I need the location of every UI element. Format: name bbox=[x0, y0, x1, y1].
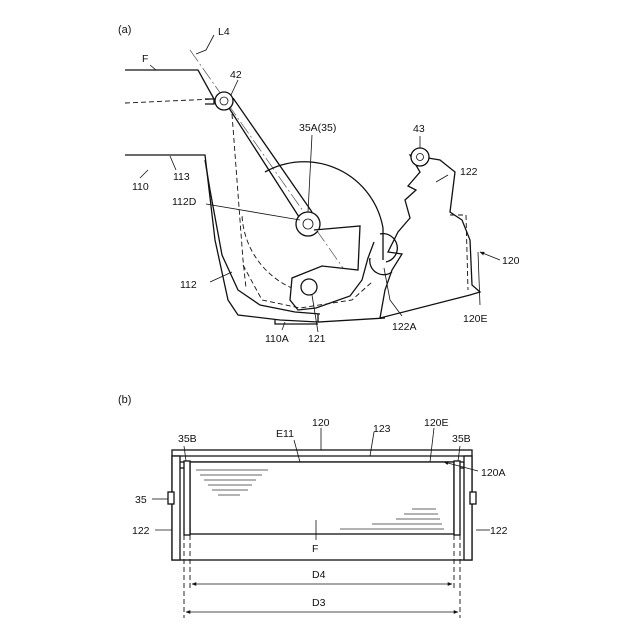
label-122-left: 122 bbox=[132, 525, 150, 537]
roller-f bbox=[168, 461, 476, 535]
label-120: 120 bbox=[312, 417, 330, 429]
label-120: 120 bbox=[502, 255, 520, 267]
label-35b-left: 35B bbox=[178, 433, 197, 445]
pin-121 bbox=[301, 279, 317, 295]
side-plate-right bbox=[464, 456, 472, 560]
label-112: 112 bbox=[180, 279, 197, 291]
end-cap-left bbox=[184, 461, 190, 535]
label-110: 110 bbox=[132, 181, 149, 193]
dimension-d4: D4 bbox=[192, 569, 452, 584]
label-113: 113 bbox=[173, 171, 190, 183]
link-arm bbox=[229, 108, 301, 220]
panel-a: (a) bbox=[118, 24, 520, 345]
panel-a-caption: (a) bbox=[118, 24, 131, 36]
label-35a: 35A(35) bbox=[299, 122, 336, 134]
label-120e: 120E bbox=[424, 417, 449, 429]
label-d3: D3 bbox=[312, 597, 326, 609]
hub-35a bbox=[296, 135, 320, 236]
label-f: F bbox=[312, 543, 318, 555]
label-120a: 120A bbox=[481, 467, 506, 479]
panel-b: (b) bbox=[118, 394, 508, 618]
dimension-d3: D3 bbox=[186, 597, 458, 612]
label-122-right: 122 bbox=[490, 525, 508, 537]
label-123: 123 bbox=[373, 423, 391, 435]
label-122a: 122A bbox=[392, 321, 417, 333]
label-35: 35 bbox=[135, 494, 147, 506]
sheet-f-top bbox=[125, 70, 214, 104]
label-l4: L4 bbox=[218, 26, 230, 38]
label-e11: E11 bbox=[276, 428, 294, 440]
center-line-l4 bbox=[190, 50, 355, 285]
cover-122 bbox=[370, 136, 480, 318]
label-43: 43 bbox=[413, 123, 425, 135]
panel-b-caption: (b) bbox=[118, 394, 131, 406]
label-42: 42 bbox=[230, 69, 242, 81]
label-110a: 110A bbox=[265, 333, 289, 345]
label-112d: 112D bbox=[172, 196, 197, 208]
label-35b-right: 35B bbox=[452, 433, 471, 445]
label-122: 122 bbox=[460, 166, 478, 178]
lever-121 bbox=[290, 226, 374, 310]
label-f: F bbox=[142, 53, 148, 65]
label-121: 121 bbox=[308, 333, 326, 345]
label-d4: D4 bbox=[312, 569, 326, 581]
pin-43 bbox=[411, 148, 429, 166]
guide-112 bbox=[125, 155, 385, 324]
roller-42 bbox=[215, 80, 238, 110]
end-cap-right bbox=[454, 461, 460, 535]
label-120e: 120E bbox=[463, 313, 488, 325]
side-plate-left bbox=[172, 456, 180, 560]
